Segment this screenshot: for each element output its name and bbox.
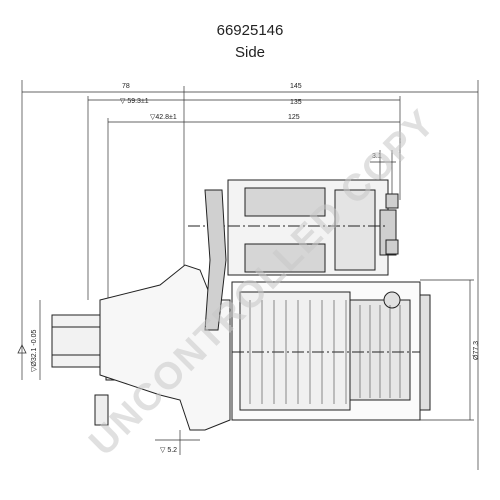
- dimension-lines: [21, 80, 479, 470]
- dim-5-2: ▽ 5.2: [160, 447, 177, 454]
- dim-77: Ø77.3: [473, 341, 480, 360]
- armature-windings: [249, 300, 401, 404]
- dim-135: 135: [290, 99, 302, 106]
- dim-125: 125: [288, 114, 300, 121]
- dim-59: ▽ 59.3±1: [120, 98, 149, 105]
- part-number-title: 66925146: [216, 22, 284, 39]
- dim-3-1: 3.1: [372, 153, 382, 160]
- dim-78: 78: [122, 83, 130, 90]
- dim-left: ▽Ø32.1 -0.05: [31, 330, 38, 372]
- dim-42: ▽42.8±1: [150, 114, 177, 121]
- warning-triangle-icon: [17, 344, 27, 354]
- view-subtitle: Side: [234, 44, 266, 61]
- starter-body: [51, 179, 431, 431]
- dim-145: 145: [290, 83, 302, 90]
